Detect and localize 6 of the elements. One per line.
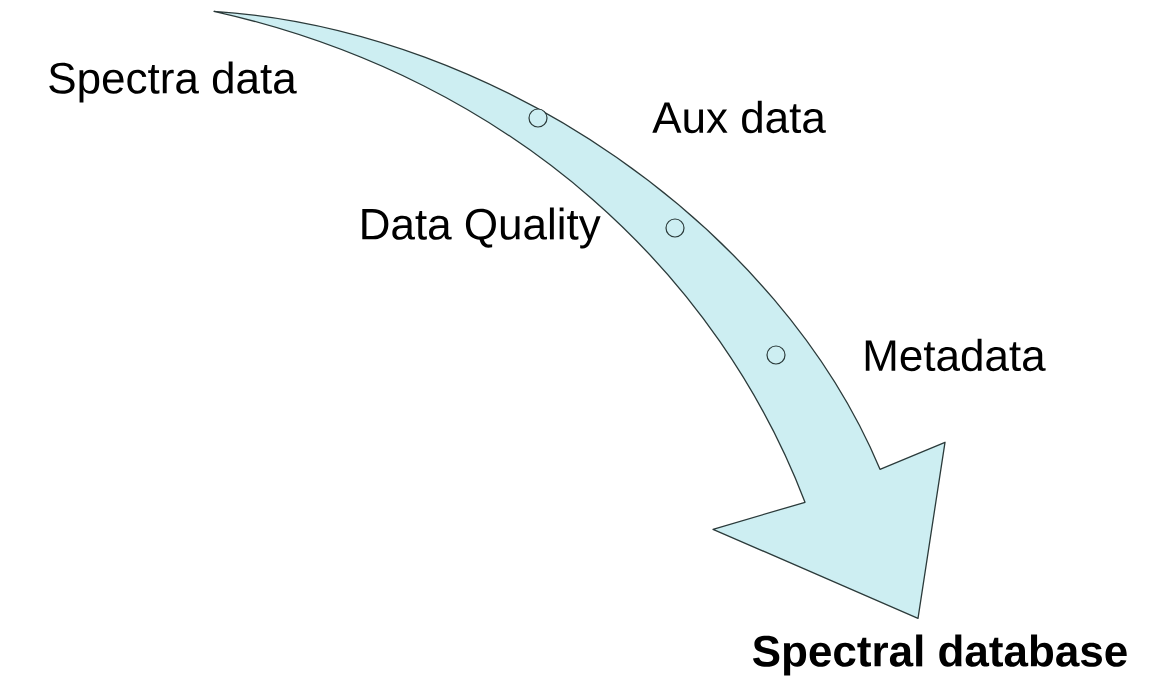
node-label: Spectral database <box>752 634 1127 676</box>
text-label: Metadata <box>865 338 1046 372</box>
text-label: Aux data <box>652 100 826 134</box>
curved-arrow <box>213 10 946 619</box>
node-label: Spectra data <box>49 61 297 103</box>
text-label: Data Quality <box>362 207 601 249</box>
